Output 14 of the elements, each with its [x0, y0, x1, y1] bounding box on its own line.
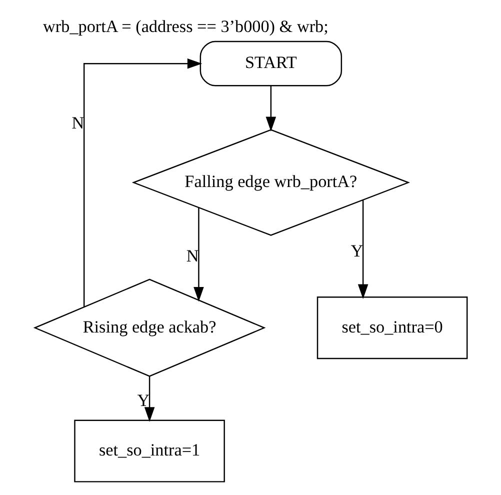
diagram-title: wrb_portA = (address == 3’b000) & wrb; — [42, 16, 328, 36]
node-box: set_so_intra=1 — [74, 420, 224, 482]
edge-label: N — [71, 113, 84, 132]
node-box: START — [199, 40, 342, 86]
arrow — [82, 58, 202, 307]
node-diamond: Rising edge ackab? — [32, 278, 266, 377]
edge-label: Y — [136, 390, 150, 410]
arrow — [357, 200, 368, 299]
node-diamond: Falling edge wrb_portA? — [131, 129, 410, 236]
arrow — [265, 86, 276, 132]
arrow — [144, 376, 154, 422]
edge-label: Y — [350, 241, 363, 260]
node-box: set_so_intra=0 — [316, 296, 468, 360]
arrow — [193, 208, 204, 302]
